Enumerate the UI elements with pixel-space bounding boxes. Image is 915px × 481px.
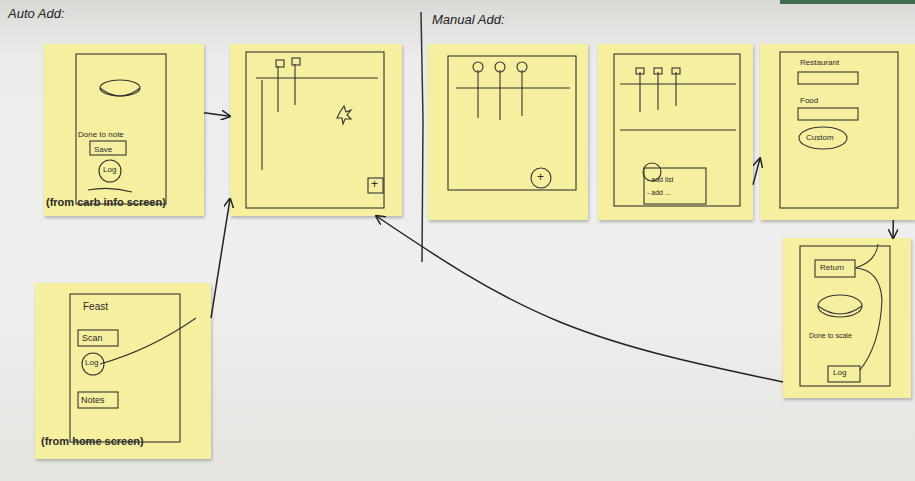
button-sketch (90, 141, 126, 155)
sketch-text: Custom (806, 133, 834, 142)
phone-outline (800, 246, 890, 386)
sketch-text: Feast (83, 301, 108, 313)
button-sketch (828, 366, 860, 382)
pin-flag (276, 60, 284, 67)
flow-stroke (856, 268, 882, 370)
sketch-text: Food (800, 96, 818, 105)
timeline-sketch (256, 64, 378, 170)
tap-stroke (100, 318, 196, 364)
button-sketch (78, 330, 118, 346)
pin-flag (292, 58, 300, 65)
sketch-text: Return (820, 263, 844, 272)
pin-head (517, 62, 527, 72)
section-heading: Manual Add: (432, 12, 505, 27)
sketch-text: + (537, 171, 544, 185)
button-sketch (815, 260, 855, 277)
tap-circle (643, 163, 661, 181)
table-edge (780, 0, 915, 4)
divider-line (421, 12, 423, 262)
food-bowl (818, 306, 862, 314)
sketch-text: - add ... (647, 189, 671, 197)
pin-flag (654, 68, 662, 74)
phone-outline (614, 54, 740, 206)
sketch-text: Save (94, 145, 112, 154)
timeline-sketch (620, 72, 736, 130)
sketch-text: Notes (81, 395, 105, 405)
food-bowl (100, 88, 140, 96)
flow-arrow (753, 158, 760, 184)
pin-flag (672, 68, 680, 74)
timeline-sketch (456, 70, 570, 120)
sketch-text: Scan (82, 333, 103, 343)
button-circle (82, 353, 104, 375)
add-button (531, 168, 551, 188)
pin-head (495, 62, 505, 72)
food-bowl (818, 295, 862, 317)
sticky-note: ReturnDone to scaleLog (783, 238, 911, 398)
sticky-note: - add list - add ... (598, 44, 753, 220)
sticky-note: Done to noteSaveLog (from carb info scree… (44, 44, 204, 216)
phone-outline (70, 294, 180, 442)
sketch-text: Done to note (78, 130, 124, 139)
flow-arrow (211, 199, 230, 318)
flow-arrow (204, 113, 230, 116)
tap-circle (799, 127, 847, 149)
screen-caption: (from home screen) (41, 435, 144, 448)
sketch-text: Done to scale (809, 332, 852, 340)
input-field (798, 72, 858, 84)
pin-head (473, 62, 483, 72)
scribble (88, 188, 132, 192)
sticky-note: + (230, 44, 402, 216)
phone-outline (780, 52, 898, 208)
flow-arrow (892, 220, 894, 238)
button-circle (99, 160, 121, 182)
screen-caption: (from carb info screen) (46, 196, 166, 209)
input-field (798, 108, 858, 120)
food-bowl (100, 80, 140, 96)
flow-stroke (855, 244, 878, 268)
phone-outline (76, 54, 166, 204)
flow-arrow (376, 216, 783, 382)
sticky-note: FeastScanLogNotes (from home screen) (35, 283, 211, 459)
phone-outline (246, 52, 384, 208)
section-heading: Auto Add: (8, 6, 65, 21)
sketch-text: Log (103, 165, 116, 174)
sketch-text: Restaurant (800, 58, 839, 67)
phone-outline (448, 56, 576, 190)
menu-popup (644, 168, 706, 204)
pin-flag (636, 68, 644, 74)
sparkle (337, 106, 351, 124)
sketch-text: Log (833, 368, 846, 377)
sketch-text: + (371, 178, 378, 192)
sticky-note: RestaurantFoodCustom (760, 44, 915, 220)
sticky-note: + (428, 44, 588, 220)
button-sketch (78, 392, 118, 408)
sketch-text: - add list (647, 176, 673, 184)
sketch-text: Log (85, 358, 98, 367)
add-button (368, 178, 383, 193)
